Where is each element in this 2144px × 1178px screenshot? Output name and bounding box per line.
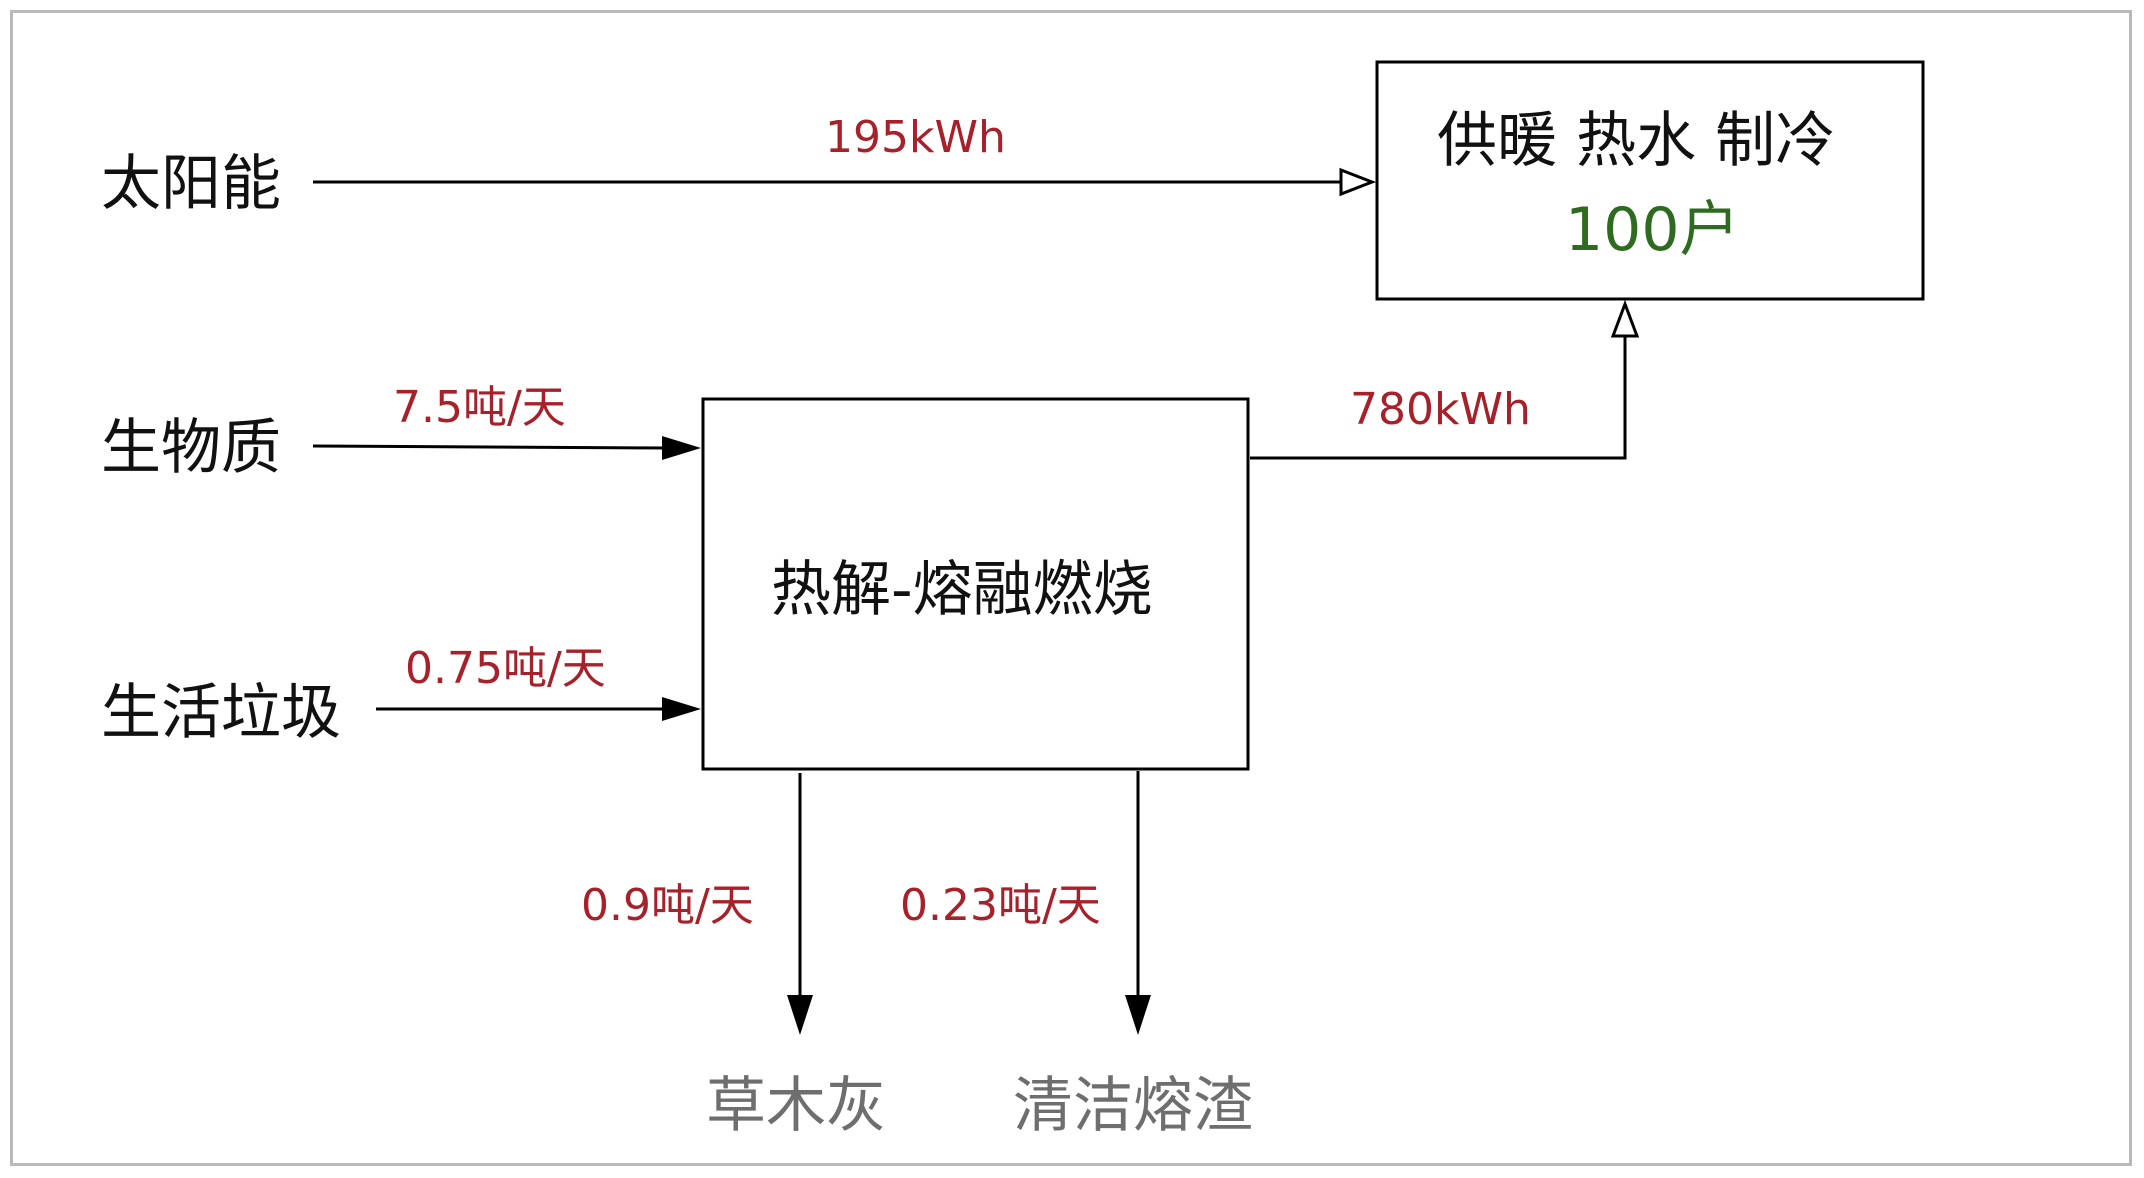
biomass-arrow-line: [312, 444, 669, 450]
output-box: [1375, 60, 1925, 301]
input-label-biomass: 生物质: [101, 413, 281, 483]
flow-label-waste-rate: 0.75吨/天: [405, 643, 606, 694]
diagram-frame: [10, 10, 2132, 1166]
solar-arrow-head: [1339, 167, 1377, 197]
output-box-title: 供暖 热水 制冷: [1437, 106, 1836, 176]
flow-label-biomass-rate: 7.5吨/天: [393, 382, 566, 433]
flow-label-ash-rate: 0.9吨/天: [581, 880, 754, 931]
output-label-slag: 清洁熔渣: [1013, 1071, 1253, 1141]
energy-arrow-head: [1610, 299, 1640, 338]
flow-label-process-energy: 780kWh: [1350, 384, 1531, 435]
input-label-solar: 太阳能: [101, 149, 281, 219]
slag-arrow-head: [1125, 995, 1151, 1035]
biomass-arrow-head: [662, 436, 701, 460]
output-box-households: 100户: [1565, 195, 1740, 265]
input-label-waste: 生活垃圾: [101, 678, 341, 748]
process-box-label: 热解-熔融燃烧: [771, 555, 1153, 625]
ash-arrow-head: [787, 995, 813, 1035]
flow-label-solar-energy: 195kWh: [825, 112, 1006, 163]
flow-label-slag-rate: 0.23吨/天: [900, 880, 1101, 931]
waste-arrow-head: [662, 697, 701, 721]
output-label-ash: 草木灰: [706, 1071, 886, 1141]
process-box: [701, 397, 1250, 771]
energy-connector: [1250, 336, 1627, 460]
